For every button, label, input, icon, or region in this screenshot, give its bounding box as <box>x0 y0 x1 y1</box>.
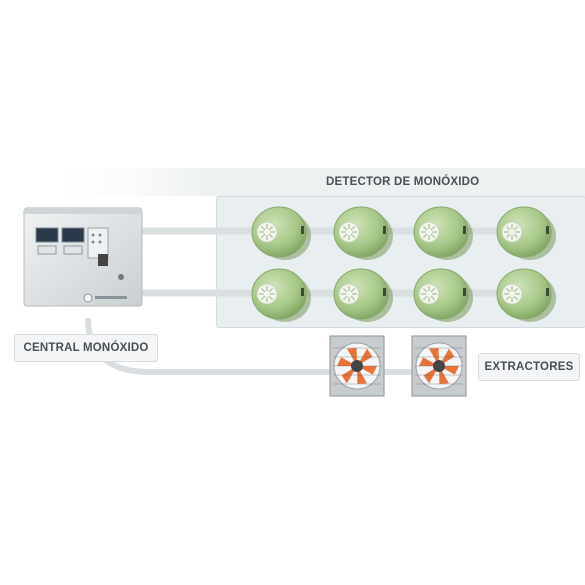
detector <box>413 268 473 322</box>
central-display-1 <box>35 227 59 243</box>
extractor-fan <box>411 335 467 397</box>
central-display-2 <box>61 227 85 243</box>
detector <box>333 268 393 322</box>
extractors-label-box: EXTRACTORES <box>478 353 580 381</box>
detector <box>251 206 311 260</box>
detector <box>496 206 556 260</box>
central-unit <box>23 207 143 307</box>
extractors-group <box>329 335 467 397</box>
detectors-group <box>251 206 556 322</box>
background-band <box>40 168 585 196</box>
detector-group-label: DETECTOR DE MONÓXIDO <box>326 176 480 188</box>
extractors-label: EXTRACTORES <box>484 361 574 373</box>
detector <box>496 268 556 322</box>
central-label: CENTRAL MONÓXIDO <box>23 342 149 354</box>
detector <box>251 268 311 322</box>
central-label-box: CENTRAL MONÓXIDO <box>14 334 158 362</box>
extractor-fan <box>329 335 385 397</box>
detector <box>333 206 393 260</box>
detector <box>413 206 473 260</box>
